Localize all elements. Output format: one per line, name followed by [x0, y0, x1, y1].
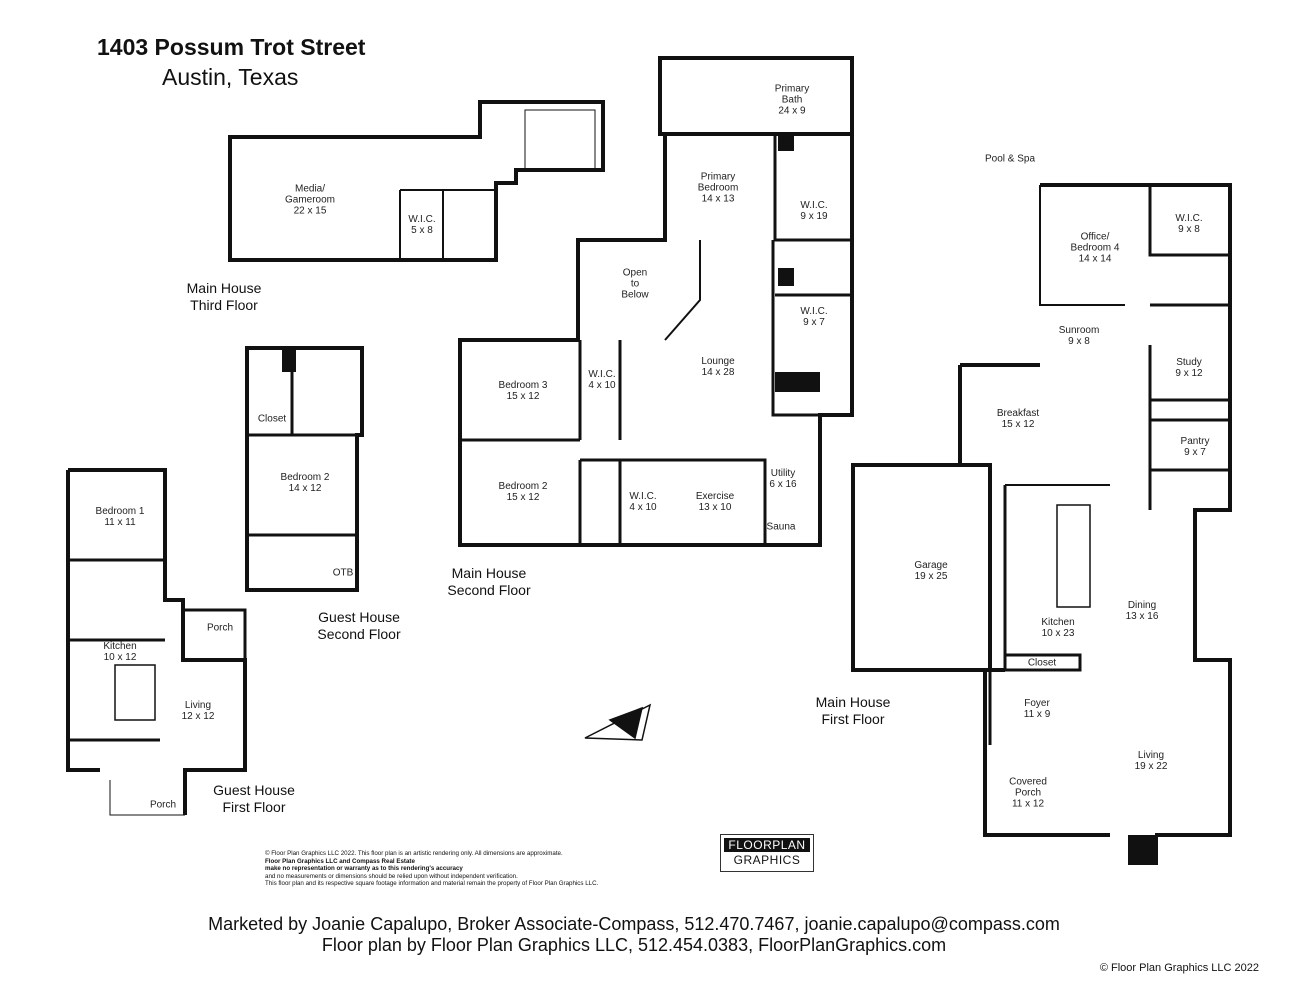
second-floor-walls — [458, 56, 854, 547]
first-floor-walls — [851, 183, 1232, 865]
room-wic-4x10-a: W.I.C.4 x 10 — [588, 369, 616, 391]
room-wic-third: W.I.C.5 x 8 — [408, 214, 436, 236]
room-otb: OTB — [332, 567, 354, 579]
room-guest-porch-bottom: Porch — [149, 799, 177, 811]
room-wic-9x7: W.I.C.9 x 7 — [800, 306, 828, 328]
property-address: 1403 Possum Trot Street — [97, 34, 366, 60]
floorplan-graphics-logo: FLOORPLAN GRAPHICS — [720, 834, 814, 872]
room-guest-porch-top: Porch — [206, 622, 234, 634]
label-pool-spa: Pool & Spa — [984, 153, 1036, 165]
disclaimer: © Floor Plan Graphics LLC 2022. This flo… — [265, 850, 599, 888]
room-guest-closet: Closet — [257, 413, 287, 425]
room-closet-first: Closet — [1027, 657, 1057, 669]
room-sauna: Sauna — [766, 521, 796, 533]
third-floor-walls — [228, 100, 605, 262]
marketed-by-text: Marketed by Joanie Capalupo, Broker Asso… — [208, 914, 1060, 934]
floor-plan-by-text: Floor plan by Floor Plan Graphics LLC, 5… — [321, 935, 947, 955]
property-city: Austin, Texas — [162, 64, 299, 90]
room-wic-9x19: W.I.C.9 x 19 — [800, 200, 828, 222]
guest-first-floor-walls — [66, 468, 247, 816]
room-wic-4x10-b: W.I.C.4 x 10 — [629, 491, 657, 513]
north-arrow-icon — [584, 703, 652, 741]
guest-second-floor-walls — [245, 346, 364, 592]
room-wic-9x8: W.I.C.9 x 8 — [1175, 213, 1203, 235]
copyright: © Floor Plan Graphics LLC 2022 — [1099, 962, 1259, 974]
